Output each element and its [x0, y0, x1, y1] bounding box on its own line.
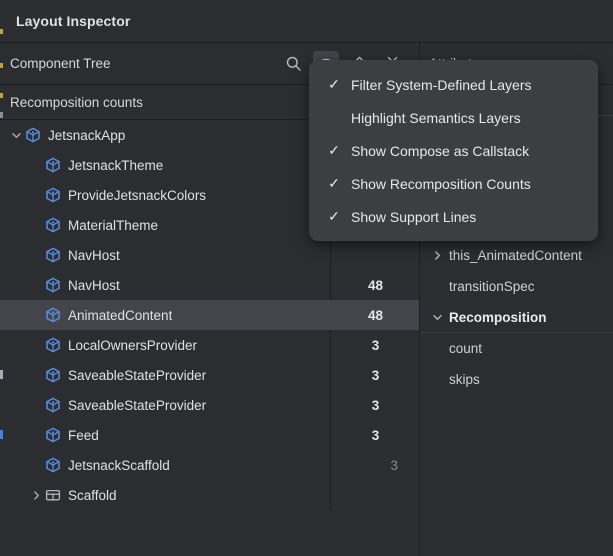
check-icon: ✓ — [328, 208, 340, 224]
compose-node-icon — [44, 396, 62, 414]
tree-row[interactable]: JetsnackScaffold 3 — [0, 450, 419, 480]
tree-row[interactable]: AnimatedContent 48 — [0, 300, 419, 330]
page-title: Layout Inspector — [16, 13, 131, 29]
compose-node-icon — [44, 336, 62, 354]
popup-menu-item[interactable]: ✓Highlight Semantics Layers — [309, 101, 598, 134]
tree-row-label: JetsnackTheme — [68, 157, 164, 173]
attribute-label: this_AnimatedContent — [449, 248, 582, 263]
attribute-label: transitionSpec — [449, 279, 535, 294]
attribute-label: skips — [449, 372, 480, 387]
popup-menu-item[interactable]: ✓ Show Recomposition Counts — [309, 167, 598, 200]
view-node-icon — [44, 486, 62, 504]
tree-row-label: MaterialTheme — [68, 217, 159, 233]
chevron-down-icon[interactable] — [429, 309, 445, 325]
recomposition-count: 48 — [367, 307, 384, 323]
tree-row-label: Feed — [68, 427, 99, 443]
chevron-down-icon[interactable] — [8, 127, 24, 143]
window-titlebar: Layout Inspector — [0, 0, 613, 43]
tree-row-label: ProvideJetsnackColors — [68, 187, 207, 203]
attribute-row[interactable]: this_AnimatedContent — [421, 240, 613, 271]
popup-menu-item-label: Filter System-Defined Layers — [351, 76, 532, 93]
tree-row-label: LocalOwnersProvider — [68, 337, 198, 353]
recomposition-count: 3 — [371, 427, 380, 443]
attribute-label: Recomposition — [449, 309, 547, 325]
chevron-right-icon[interactable] — [28, 487, 44, 503]
component-tree-label: Component Tree — [10, 56, 111, 71]
recomposition-count: 48 — [367, 277, 384, 293]
popup-menu-item-label: Show Support Lines — [351, 208, 477, 225]
tree-row[interactable]: SaveableStateProvider 3 — [0, 360, 419, 390]
view-options-popup-menu[interactable]: ✓Filter System-Defined Layers✓Highlight … — [309, 60, 598, 241]
compose-node-icon — [44, 246, 62, 264]
edge-marker — [0, 93, 3, 98]
tree-row-label: SaveableStateProvider — [68, 367, 207, 383]
popup-menu-item-label: Highlight Semantics Layers — [351, 109, 521, 126]
edge-marker — [0, 29, 3, 34]
attribute-row[interactable]: count — [421, 333, 613, 364]
attribute-group-row[interactable]: Recomposition — [421, 302, 613, 333]
popup-menu-item[interactable]: ✓ Filter System-Defined Layers — [309, 68, 598, 101]
search-icon[interactable] — [280, 51, 306, 77]
tree-row[interactable]: Feed 3 — [0, 420, 419, 450]
tree-row-label: JetsnackScaffold — [68, 457, 170, 473]
edge-marker — [0, 112, 3, 118]
check-icon: ✓ — [328, 76, 340, 92]
tree-row[interactable]: JetsnackTheme — [0, 150, 419, 180]
tree-row-label: NavHost — [68, 277, 120, 293]
popup-menu-item-label: Show Compose as Callstack — [351, 142, 530, 159]
tree-row-label: AnimatedContent — [68, 307, 173, 323]
compose-node-icon — [44, 216, 62, 234]
check-icon: ✓ — [328, 175, 340, 191]
tree-row[interactable]: NavHost 48 — [0, 270, 419, 300]
edge-marker — [0, 370, 3, 379]
recomposition-count: 3 — [371, 367, 380, 383]
tree-row[interactable]: LocalOwnersProvider 3 — [0, 330, 419, 360]
compose-node-icon — [44, 186, 62, 204]
tree-row[interactable]: MaterialTheme — [0, 210, 419, 240]
attribute-label: count — [449, 341, 483, 356]
recomposition-count: 3 — [371, 397, 380, 413]
chevron-right-icon[interactable] — [429, 248, 445, 264]
tree-row[interactable]: ProvideJetsnackColors — [0, 180, 419, 210]
recomposition-count: 3 — [371, 337, 380, 353]
check-icon: ✓ — [328, 142, 340, 158]
compose-node-icon — [44, 306, 62, 324]
compose-node-icon — [24, 126, 42, 144]
attribute-row[interactable]: skips — [421, 364, 613, 395]
tree-row[interactable]: Scaffold — [0, 480, 419, 510]
popup-menu-item[interactable]: ✓ Show Compose as Callstack — [309, 134, 598, 167]
tree-row[interactable]: JetsnackApp — [0, 120, 419, 150]
recomposition-count: 3 — [390, 457, 398, 473]
edge-marker — [0, 430, 3, 439]
popup-menu-item[interactable]: ✓ Show Support Lines — [309, 200, 598, 233]
tree-row-label: NavHost — [68, 247, 120, 263]
compose-node-icon — [44, 426, 62, 444]
tree-row[interactable]: SaveableStateProvider 3 — [0, 390, 419, 420]
tree-row-label: SaveableStateProvider — [68, 397, 207, 413]
recomposition-counts-label: Recomposition counts — [10, 94, 143, 110]
compose-node-icon — [44, 366, 62, 384]
edge-marker — [0, 63, 3, 68]
tree-row-label: Scaffold — [68, 487, 117, 503]
compose-node-icon — [44, 156, 62, 174]
compose-node-icon — [44, 456, 62, 474]
tree-row[interactable]: NavHost — [0, 240, 419, 270]
popup-menu-item-label: Show Recomposition Counts — [351, 175, 531, 192]
tree-row-label: JetsnackApp — [48, 127, 126, 143]
attribute-row[interactable]: transitionSpec — [421, 271, 613, 302]
compose-node-icon — [44, 276, 62, 294]
